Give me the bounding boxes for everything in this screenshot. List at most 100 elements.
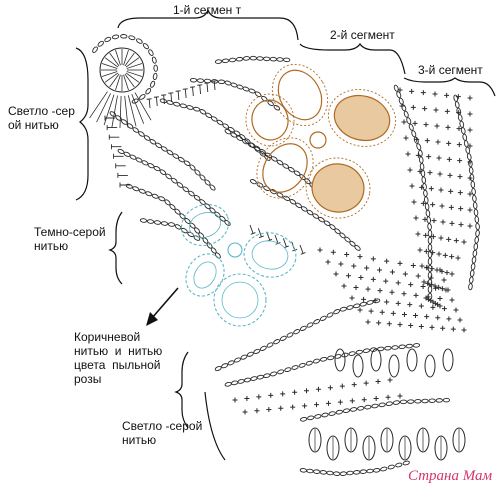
sc-stitch	[446, 236, 452, 242]
sc-stitch	[339, 383, 345, 389]
sc-stitch	[353, 285, 359, 291]
chain-stitch	[385, 401, 393, 407]
sc-stitch	[456, 110, 462, 116]
brace-segment-3	[403, 77, 496, 97]
sc-stitch	[467, 95, 473, 101]
brace-segment-2	[299, 42, 406, 75]
sc-stitch	[410, 263, 416, 269]
sc-stitch	[448, 188, 454, 194]
brown-petal-edge	[245, 93, 295, 147]
sc-stitch	[365, 286, 371, 292]
sc-stitch	[455, 94, 461, 100]
chain-stitch	[143, 135, 151, 141]
chain-stitch	[125, 183, 133, 189]
chain-stitch	[189, 77, 198, 83]
chain-stitch	[466, 153, 472, 161]
chain-stitch	[305, 360, 313, 366]
puff-stitch	[352, 354, 364, 378]
chain-stitch	[408, 123, 414, 131]
chain-stitch	[224, 381, 232, 387]
brown-flower-motif	[245, 63, 397, 219]
chain-stitch	[349, 407, 358, 412]
arrow-line	[151, 287, 179, 319]
sc-stitch	[377, 267, 383, 273]
chain-stitch	[183, 160, 191, 166]
chain-stitch	[234, 357, 241, 363]
chain-stitch-lines	[109, 55, 480, 476]
chain-stitch	[189, 164, 196, 171]
chain-stitch	[214, 252, 221, 259]
chain-stitch	[373, 468, 381, 473]
sc-stitch	[401, 291, 407, 297]
chain-stitch	[293, 329, 301, 335]
sc-stitch	[399, 103, 405, 109]
sc-stitch	[433, 107, 439, 113]
brown-petal	[333, 94, 391, 142]
chain-stitch	[319, 356, 328, 362]
sc-stitch	[422, 106, 428, 112]
sc-stitch	[430, 304, 436, 310]
sc-stitch	[368, 308, 374, 314]
sc-stitch	[407, 167, 413, 173]
chain-stitch	[158, 196, 166, 202]
sc-stitch	[256, 394, 262, 400]
sc-stitch	[467, 111, 473, 117]
chain-stitch	[339, 471, 347, 476]
sc-stitch	[278, 405, 284, 411]
sc-stitch	[337, 399, 343, 405]
sc-stitch	[453, 238, 459, 244]
chain-stitch	[335, 409, 343, 415]
sc-stitch	[458, 222, 464, 228]
sc-stitch	[435, 139, 441, 145]
chain-stitch	[151, 56, 157, 64]
sc-stitch	[437, 295, 443, 301]
sc-stitch	[437, 267, 443, 273]
chain-stitch	[306, 322, 314, 328]
chain-stitch	[380, 466, 388, 472]
sc-stitch	[232, 397, 238, 403]
chain-stitch	[475, 222, 480, 231]
chain-stitch	[474, 236, 479, 244]
sc-stitch	[428, 275, 434, 281]
sc-stitch	[333, 271, 339, 277]
chain-stitch	[422, 183, 427, 191]
sc-stitch	[379, 309, 385, 315]
chain-stitch	[299, 468, 307, 473]
chain-stitch	[284, 367, 292, 373]
chain-stitch	[142, 43, 149, 50]
sc-stitch	[433, 285, 439, 291]
sc-stitch	[338, 261, 344, 267]
blue-petal	[185, 253, 225, 297]
chain-stitch	[199, 174, 206, 181]
segment-label-1: 1-й сегмен т	[173, 3, 242, 17]
chain-stitch	[424, 203, 430, 211]
chain-stitch	[353, 470, 361, 475]
fan-stitch	[119, 95, 122, 128]
sc-stitch	[467, 175, 473, 181]
sc-stitch	[376, 320, 382, 326]
puff-stitch	[442, 348, 454, 372]
chain-stitch	[371, 403, 379, 409]
ring-spoke	[126, 71, 143, 77]
chain-stitch	[472, 201, 478, 210]
chain-stitch	[182, 186, 189, 193]
chain-stitch	[391, 345, 399, 350]
sc-stitch	[453, 307, 459, 313]
sc-stitch	[254, 408, 260, 414]
chain-stitch	[421, 176, 427, 184]
puff-stitch	[308, 427, 322, 453]
dc-stitch	[117, 172, 128, 178]
chain-stitch	[145, 191, 153, 197]
sc-stitch	[457, 174, 463, 180]
chain-stitch	[231, 380, 239, 386]
sc-stitch	[242, 409, 248, 415]
ring-outline	[99, 47, 145, 93]
chain-stitch	[253, 348, 261, 354]
dc-stitch	[146, 98, 152, 109]
chain-stitch	[132, 186, 140, 192]
chain-stitch	[313, 469, 321, 474]
fan-stitch	[124, 95, 129, 128]
sc-stitch	[446, 156, 452, 162]
sc-stitch	[428, 282, 434, 288]
fan-stitch	[131, 93, 145, 124]
